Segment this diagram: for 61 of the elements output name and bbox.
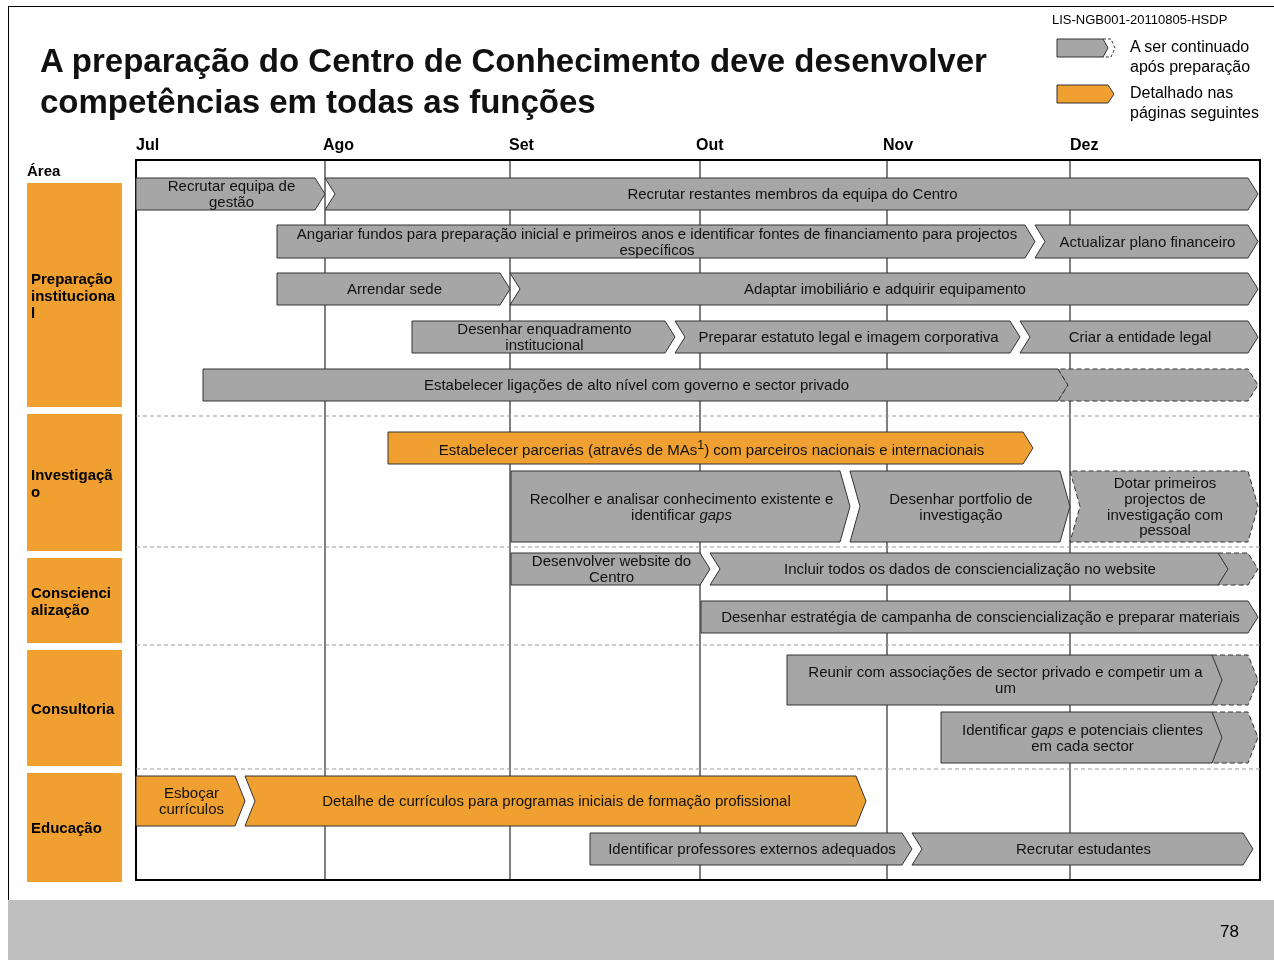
task-bar [1070,471,1258,542]
month-label: Dez [1070,136,1099,154]
area-label: Consciencialização [27,558,122,643]
slide-title: A preparação do Centro de Conhecimento deve desenvolver competências em todas as funções [40,41,988,122]
task-label: Recolher e analisar conhecimento existente e identificar gaps [528,490,835,523]
task-bar [912,833,1253,865]
task-label: Estabelecer ligações de alto nível com governo e sector privado [423,377,850,393]
task-bar [701,601,1258,633]
task-label: Identificar gaps e potenciais clientes em cada sector [961,721,1204,754]
task-label: Identificar professores externos adequados [608,841,896,857]
task-label: Adaptar imobiliário e adquirir equipamento [744,281,1026,297]
task-label: Dotar primeiros projectos de investigação com pessoal [1106,475,1224,538]
task-bar [277,273,510,305]
task-bar [675,321,1020,353]
page-number: 78 [1220,922,1239,942]
task-label: Recrutar estudantes [1015,841,1152,857]
task-label: Recrutar restantes membros da equipa do Centro [627,186,958,202]
task-label: Detalhe de currículos para programas iniciais de formação profissional [322,793,791,809]
area-label: Educação [27,773,122,882]
task-bar [136,776,245,826]
legend-label: Detalhado nas páginas seguintes [1130,83,1260,123]
month-label: Ago [323,136,355,154]
task-label: Preparar estatuto legal e imagem corporativa [698,329,999,345]
task-bar [511,471,850,542]
task-label: Desenhar enquadramento institucional [456,321,633,353]
task-label: Incluir todos os dados de consciencialização no website [784,561,1156,577]
task-bar [850,471,1070,542]
task-label: Desenvolver website do Centro [530,553,693,585]
task-bar [590,833,912,865]
month-label: Jul [136,136,160,154]
task-label: Criar a entidade legal [1068,329,1212,345]
continuation-bar [1058,369,1258,401]
task-label: Desenhar portfolio de investigação [888,490,1034,523]
task-label: Angariar fundos para preparação inicial e primeiros anos e identificar fontes de financiamento para projectos específicos [295,225,1019,258]
task-label: Estabelecer parcerias (através de MAs$^{1}$) com parceiros nacionais e internacionais [438,438,985,458]
task-bar [710,553,1258,585]
task-label: Reunir com associações de sector privado e competir um a um [807,664,1204,696]
area-label: Preparação institucional [27,183,122,407]
task-bar [511,553,710,585]
task-bar [1035,225,1258,258]
task-label: Actualizar plano financeiro [1059,233,1236,250]
month-label: Out [696,136,724,154]
month-label: Set [509,136,534,154]
area-label: Investigação [27,414,122,551]
task-bar [1020,321,1258,353]
month-label: Nov [883,136,914,154]
document-code: LIS-NGB001-20110805-HSDP [1052,12,1228,27]
task-label: Esboçar currículos [158,785,225,817]
area-label: Consultoria [27,650,122,766]
task-bar [325,178,1258,210]
task-bar [510,273,1258,305]
task-label: Desenhar estratégia de campanha de consciencialização e preparar materiais [721,609,1240,625]
column-header: Área [27,162,61,179]
task-bar [941,712,1258,763]
task-bar [787,655,1258,705]
legend-label: A ser continuado após preparação [1130,37,1252,77]
task-bar [136,178,325,210]
task-bar [412,321,675,353]
task-bar [388,432,1033,464]
task-label: Recrutar equipa de gestão [166,178,297,210]
task-label: Arrendar sede [346,281,443,297]
